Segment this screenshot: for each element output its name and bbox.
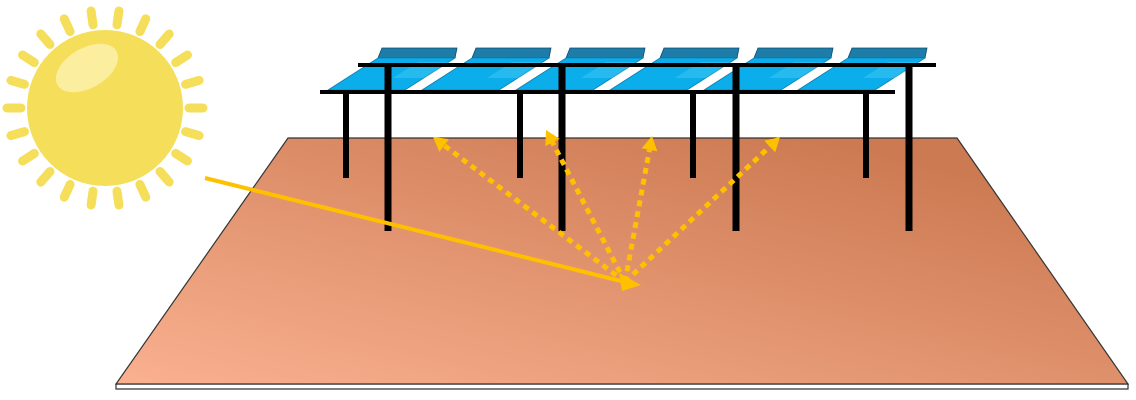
- ground-plane: [114, 137, 1130, 390]
- sun-ray: [155, 29, 174, 50]
- back-leg: [863, 92, 869, 178]
- sun-icon: [2, 6, 208, 210]
- sun-ray: [6, 75, 29, 89]
- reflected-ray: [623, 144, 772, 284]
- reflected-ray: [550, 141, 628, 284]
- front-leg: [558, 65, 566, 231]
- front-leg-top: [732, 65, 740, 95]
- sun-ray: [36, 166, 55, 187]
- top-rail: [358, 63, 936, 67]
- sun-ray: [181, 127, 204, 141]
- panel-top-edge: [847, 47, 928, 59]
- front-leg: [732, 65, 740, 231]
- light-rays: [204, 130, 780, 291]
- panel-top-edge: [377, 47, 458, 59]
- sun-ray: [171, 50, 192, 68]
- back-leg: [517, 92, 523, 178]
- front-leg: [905, 65, 913, 231]
- reflected-ray: [622, 149, 652, 283]
- front-leg-top: [905, 65, 913, 95]
- panel-top-edge: [753, 47, 834, 59]
- sun-ray: [155, 166, 174, 187]
- incident-ray: [204, 176, 634, 286]
- sun-ray: [59, 179, 75, 202]
- sun-ray: [86, 186, 98, 210]
- panel-top-edge: [659, 47, 740, 59]
- sun-ray: [36, 29, 55, 50]
- lower-rail: [320, 90, 895, 94]
- sun-ray: [59, 14, 75, 37]
- ground-surface: [114, 137, 1130, 385]
- panel-top-edge: [471, 47, 552, 59]
- front-leg-top: [384, 65, 392, 95]
- mounting-frame: [343, 65, 913, 231]
- reflected-ray-arrowhead: [641, 136, 658, 152]
- ground-rim: [115, 383, 1129, 390]
- solar-panel-row: [326, 47, 928, 91]
- sun-ray: [135, 179, 151, 202]
- sun-ray: [135, 14, 151, 37]
- sun-ray: [171, 148, 192, 166]
- reflected-ray-arrowhead: [764, 137, 780, 153]
- sun-ray: [181, 75, 204, 89]
- reflected-ray-arrowhead: [433, 137, 449, 152]
- sun-ray: [86, 6, 98, 30]
- reflected-ray-arrowhead: [545, 130, 560, 147]
- sun-ray: [6, 127, 29, 141]
- sun-ray: [18, 50, 39, 68]
- panel-top-edge: [565, 47, 646, 59]
- sun-ray: [18, 148, 39, 166]
- back-leg: [343, 92, 349, 178]
- sun-ray: [112, 6, 124, 30]
- front-leg-top: [558, 65, 566, 95]
- sun-highlight: [55, 43, 119, 93]
- reflected-ray: [442, 143, 627, 284]
- back-leg: [690, 92, 696, 178]
- front-leg: [384, 65, 392, 231]
- sun-ray: [112, 186, 124, 210]
